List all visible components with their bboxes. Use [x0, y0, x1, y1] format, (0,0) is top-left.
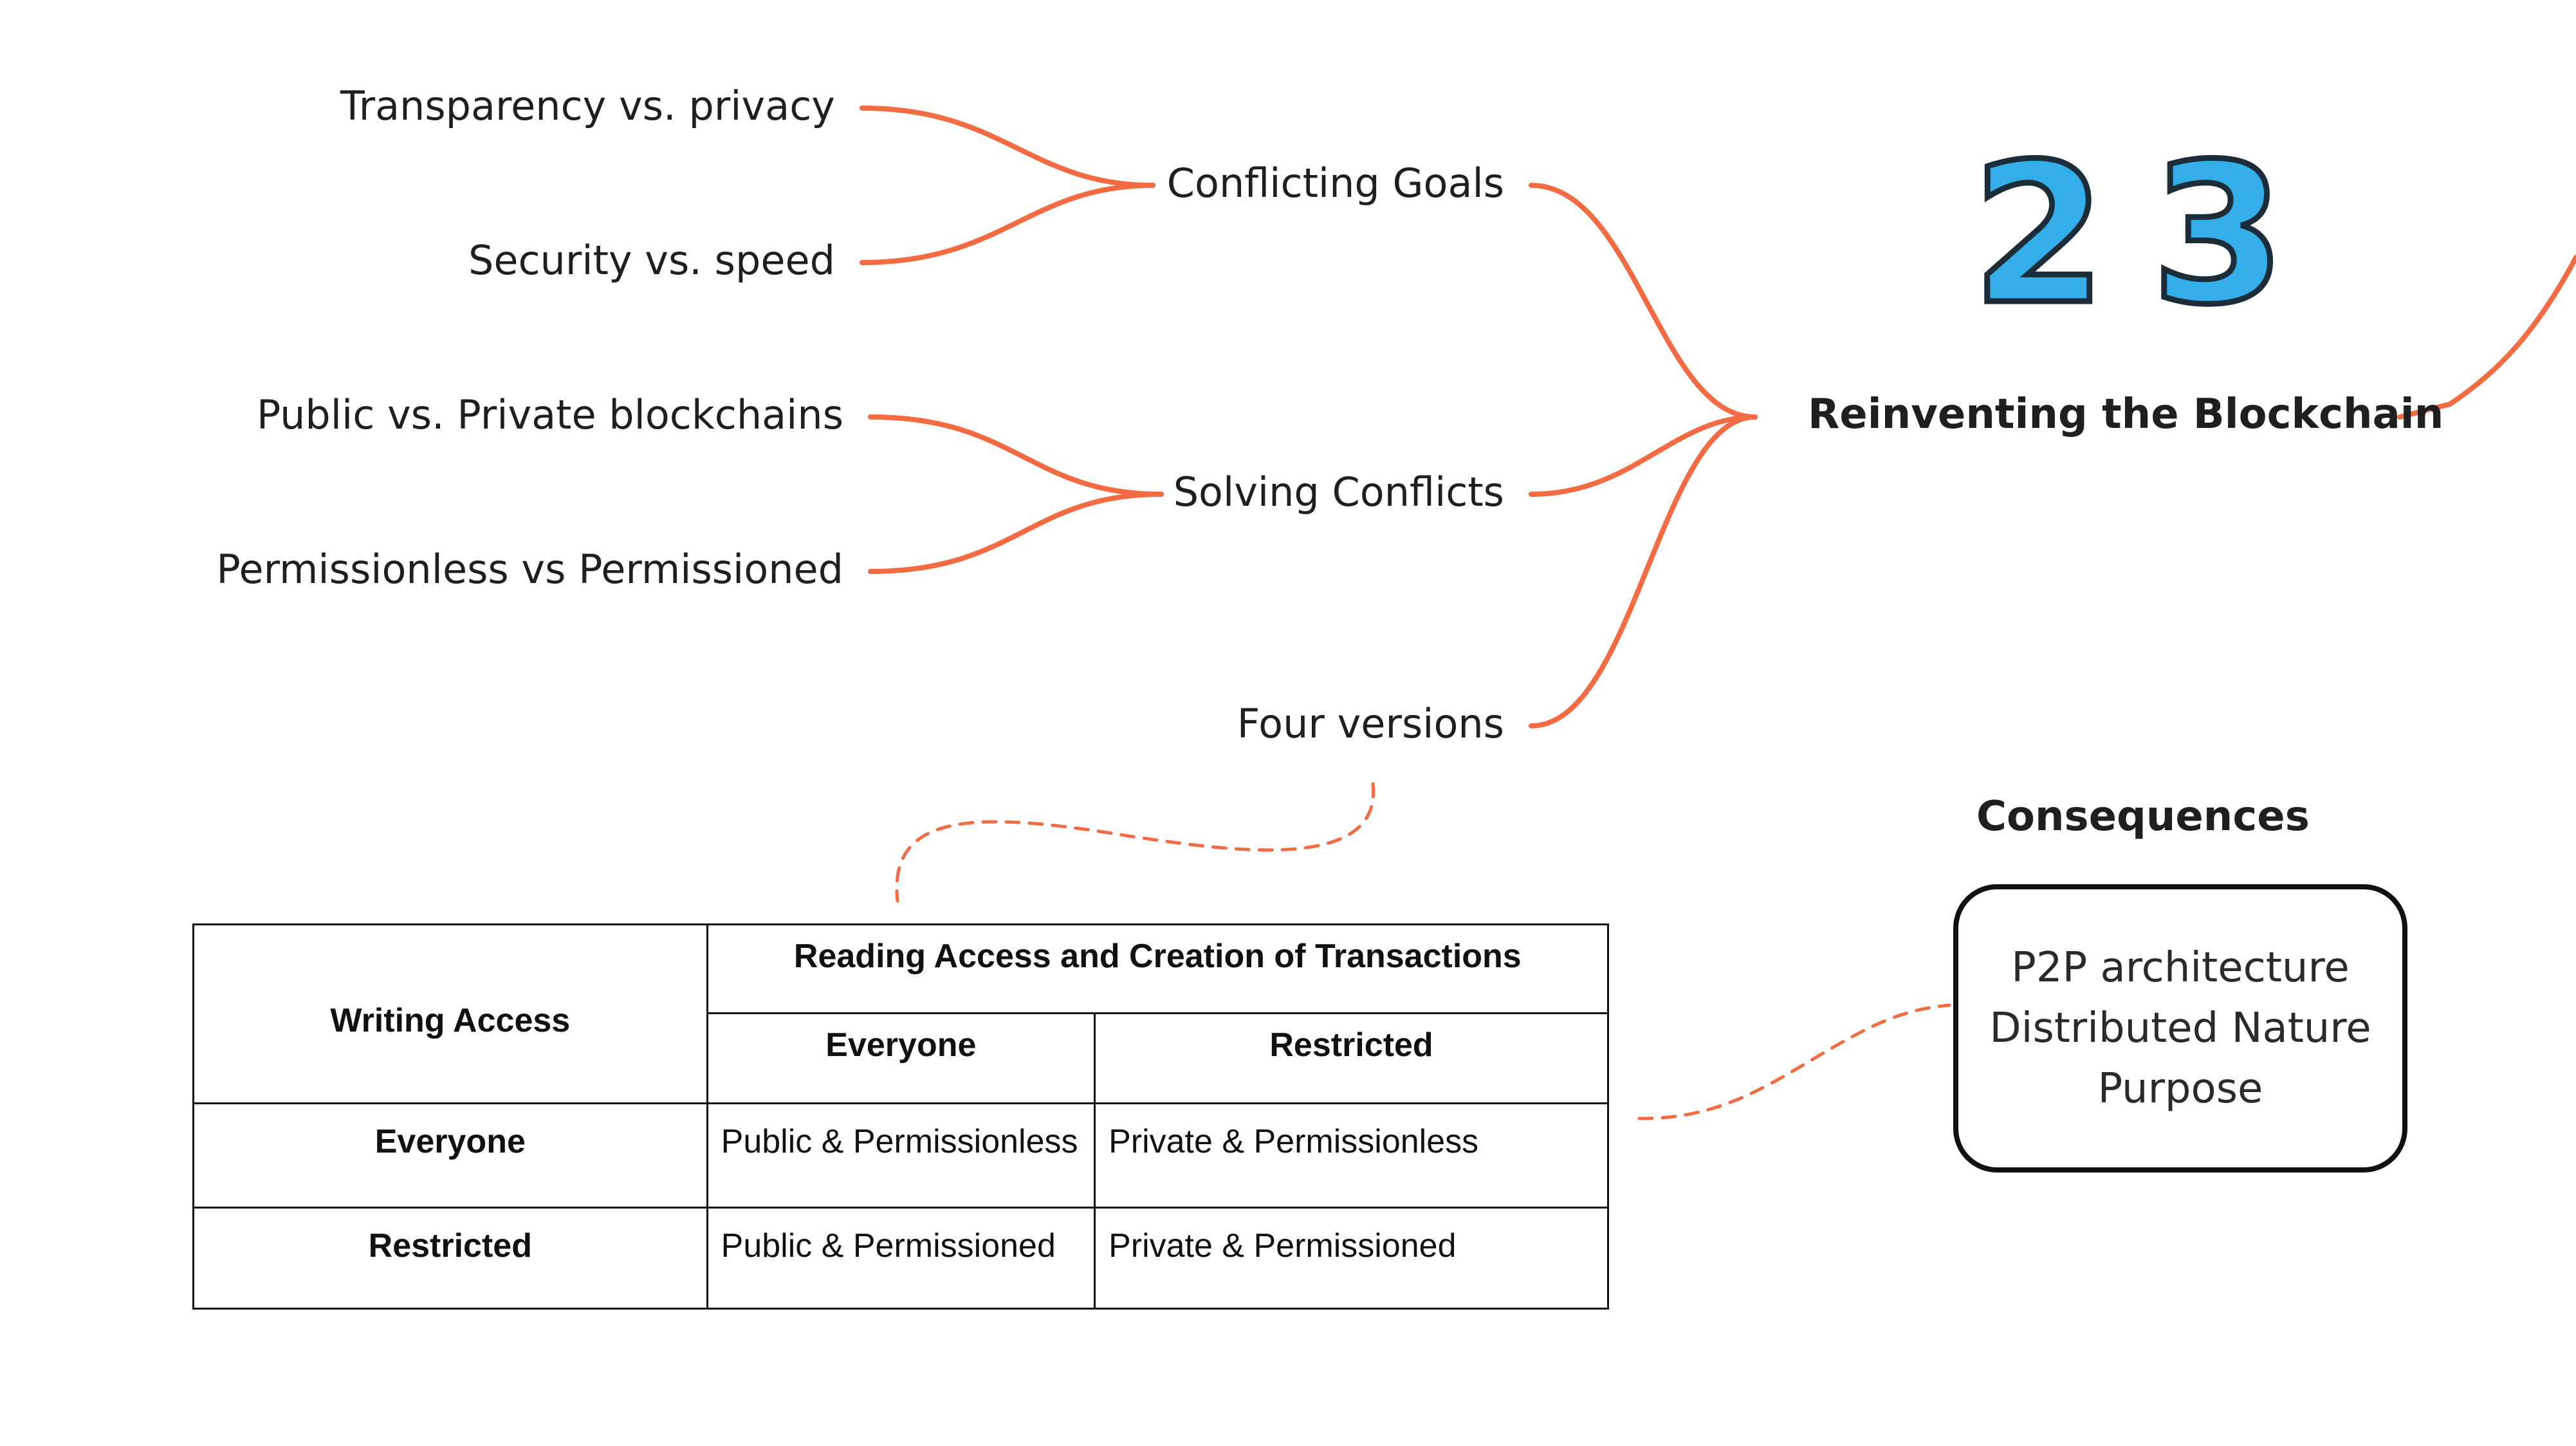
row-header-everyone: Everyone — [192, 1102, 708, 1209]
leaf-public-private[interactable]: Public vs. Private blockchains — [256, 391, 843, 438]
cell-private-permissionless: Private & Permissionless — [1094, 1102, 1609, 1209]
dashed-link-table — [895, 782, 1375, 903]
leaf-transparency-privacy[interactable]: Transparency vs. privacy — [340, 82, 835, 129]
consequences-box[interactable]: P2P architecture Distributed Nature Purp… — [1953, 884, 2407, 1173]
row-header-restricted: Restricted — [192, 1207, 708, 1310]
connector-conflicting-goals — [1529, 183, 1758, 420]
col-header-restricted: Restricted — [1094, 1012, 1609, 1104]
branch-four-versions[interactable]: Four versions — [1237, 700, 1504, 747]
branch-solving-conflicts[interactable]: Solving Conflicts — [1173, 468, 1504, 515]
consequence-item: Distributed Nature — [1989, 1005, 2371, 1052]
col-header-everyone: Everyone — [706, 1012, 1096, 1104]
dashed-link-consequences — [1637, 1003, 1951, 1120]
cell-public-permissioned: Public & Permissioned — [706, 1207, 1096, 1310]
count-badge-23: 23 — [1969, 122, 2331, 347]
branch-conflicting-goals[interactable]: Conflicting Goals — [1166, 160, 1504, 207]
connector-solving-conflicts — [1529, 414, 1758, 497]
connector-four-versions — [1529, 414, 1758, 728]
consequence-item: P2P architecture — [2011, 944, 2350, 992]
connector-security — [860, 183, 1155, 265]
corner-header-writing-access: Writing Access — [192, 923, 708, 1104]
access-table: Writing Access Reading Access and Creati… — [192, 923, 1610, 1310]
connector-public-private — [868, 414, 1164, 497]
leaf-security-speed[interactable]: Security vs. speed — [468, 237, 835, 284]
consequences-title: Consequences — [1976, 793, 2310, 840]
cell-public-permissionless: Public & Permissionless — [706, 1102, 1096, 1209]
group-header-reading-access: Reading Access and Creation of Transacti… — [706, 923, 1610, 1014]
connector-transparency — [860, 106, 1155, 188]
connector-root-out — [2397, 255, 2576, 420]
connector-permissionless — [868, 492, 1164, 574]
consequence-item: Purpose — [2097, 1065, 2263, 1113]
cell-private-permissioned: Private & Permissioned — [1094, 1207, 1609, 1310]
root-reinventing-blockchain[interactable]: Reinventing the Blockchain — [1808, 391, 2444, 438]
leaf-permissionless-permissioned[interactable]: Permissionless vs Permissioned — [216, 546, 843, 593]
